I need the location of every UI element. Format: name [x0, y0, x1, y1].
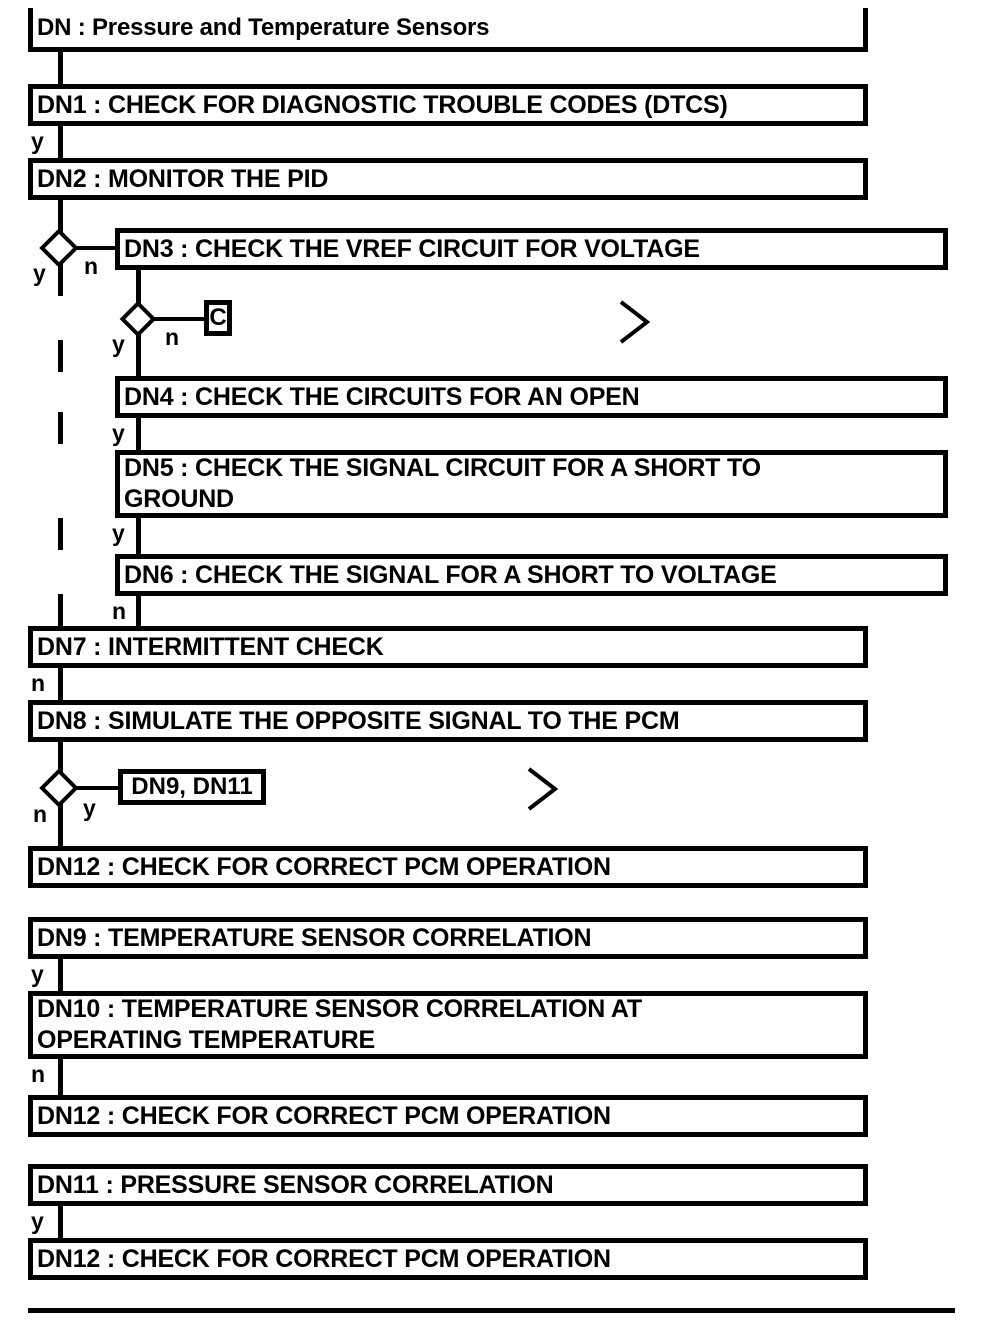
- node-dn8-label: DN8 : SIMULATE THE OPPOSITE SIGNAL TO TH…: [37, 706, 680, 735]
- node-dn12-b-label: DN12 : CHECK FOR CORRECT PCM OPERATION: [37, 1101, 611, 1130]
- node-dn3-label: DN3 : CHECK THE VREF CIRCUIT FOR VOLTAGE: [124, 234, 700, 263]
- connector-dn10-to-dn12b: [58, 1059, 63, 1095]
- branch-label-dn3-n: n: [165, 324, 180, 350]
- node-dn6: DN6 : CHECK THE SIGNAL FOR A SHORT TO VO…: [115, 554, 948, 596]
- node-dn6-label: DN6 : CHECK THE SIGNAL FOR A SHORT TO VO…: [124, 560, 777, 589]
- footer-divider: [28, 1308, 955, 1313]
- branch-label-dn11-y: y: [31, 1208, 44, 1234]
- branch-label-dn2-n: n: [84, 253, 99, 279]
- connector-dn6-to-dn7: [136, 596, 141, 628]
- branch-label-dn4-y: y: [112, 420, 125, 446]
- continuation-chevron-upper: [617, 298, 653, 346]
- connector-dn4-to-dn5: [136, 418, 141, 450]
- node-dn5: DN5 : CHECK THE SIGNAL CIRCUIT FOR A SHO…: [115, 450, 948, 518]
- ref-box-c-label: C: [209, 304, 227, 331]
- node-dn12-a-label: DN12 : CHECK FOR CORRECT PCM OPERATION: [37, 852, 611, 881]
- node-dn7: DN7 : INTERMITTENT CHECK: [28, 626, 868, 668]
- connector-decision3-y-to-refDN9DN11: [73, 786, 120, 790]
- branch-label-dn6-n: n: [112, 598, 127, 624]
- node-dn11-label: DN11 : PRESSURE SENSOR CORRELATION: [37, 1170, 554, 1199]
- node-dn-header: DN : Pressure and Temperature Sensors: [28, 8, 868, 52]
- branch-label-dn10-n: n: [31, 1061, 46, 1087]
- connector-dn2-y-trunk-seg1: [58, 262, 63, 296]
- node-dn12-c-label: DN12 : CHECK FOR CORRECT PCM OPERATION: [37, 1244, 611, 1273]
- connector-dn2-y-trunk-seg3: [58, 412, 63, 444]
- connector-dn2-y-trunk-seg2: [58, 340, 63, 372]
- node-dn-header-label: DN : Pressure and Temperature Sensors: [37, 14, 490, 41]
- continuation-chevron-lower: [525, 765, 561, 813]
- node-dn12-b: DN12 : CHECK FOR CORRECT PCM OPERATION: [28, 1095, 868, 1137]
- connector-dn1-to-dn2: [58, 126, 63, 158]
- ref-box-c: C: [204, 300, 232, 336]
- connector-dn7-to-dn8: [58, 668, 63, 700]
- connector-decision3-n-to-dn12a: [58, 802, 63, 846]
- node-dn2-label: DN2 : MONITOR THE PID: [37, 164, 329, 193]
- node-dn1-label: DN1 : CHECK FOR DIAGNOSTIC TROUBLE CODES…: [37, 90, 728, 119]
- node-dn3: DN3 : CHECK THE VREF CIRCUIT FOR VOLTAGE: [115, 228, 948, 270]
- node-dn11: DN11 : PRESSURE SENSOR CORRELATION: [28, 1164, 868, 1206]
- node-dn5-label: DN5 : CHECK THE SIGNAL CIRCUIT FOR A SHO…: [124, 454, 761, 513]
- connector-dn8-to-decision3: [58, 742, 63, 774]
- node-dn12-a: DN12 : CHECK FOR CORRECT PCM OPERATION: [28, 846, 868, 888]
- connector-decision1-n-to-dn3: [73, 246, 118, 250]
- node-dn9: DN9 : TEMPERATURE SENSOR CORRELATION: [28, 917, 868, 959]
- branch-label-dn2-y: y: [33, 260, 46, 286]
- node-dn2: DN2 : MONITOR THE PID: [28, 158, 868, 200]
- node-dn10-label: DN10 : TEMPERATURE SENSOR CORRELATION AT…: [37, 995, 642, 1054]
- node-dn10: DN10 : TEMPERATURE SENSOR CORRELATION AT…: [28, 991, 868, 1059]
- node-dn4-label: DN4 : CHECK THE CIRCUITS FOR AN OPEN: [124, 382, 640, 411]
- branch-label-dn5-y: y: [112, 520, 125, 546]
- ref-box-dn9-dn11-label: DN9, DN11: [131, 773, 253, 800]
- connector-dn-to-dn1: [58, 52, 63, 84]
- node-dn8: DN8 : SIMULATE THE OPPOSITE SIGNAL TO TH…: [28, 700, 868, 742]
- connector-decision2-y-to-dn4: [136, 332, 141, 376]
- node-dn9-label: DN9 : TEMPERATURE SENSOR CORRELATION: [37, 923, 592, 952]
- branch-label-dn1-y: y: [31, 128, 44, 154]
- connector-dn11-to-dn12c: [58, 1206, 63, 1238]
- branch-label-dn9-y: y: [31, 961, 44, 987]
- connector-dn3-to-decision2: [136, 270, 141, 307]
- connector-dn2-y-trunk-seg5: [58, 594, 63, 628]
- node-dn7-label: DN7 : INTERMITTENT CHECK: [37, 632, 384, 661]
- connector-dn5-to-dn6: [136, 518, 141, 554]
- branch-label-dn7-n: n: [31, 670, 46, 696]
- connector-decision2-n-to-refC: [151, 317, 206, 321]
- node-dn12-c: DN12 : CHECK FOR CORRECT PCM OPERATION: [28, 1238, 868, 1280]
- branch-label-dn8-n: n: [33, 801, 48, 827]
- node-dn-header-right-tick: [863, 8, 868, 52]
- branch-label-dn8-y: y: [83, 795, 96, 821]
- ref-box-dn9-dn11: DN9, DN11: [118, 769, 266, 805]
- connector-dn9-to-dn10: [58, 959, 63, 991]
- node-dn1: DN1 : CHECK FOR DIAGNOSTIC TROUBLE CODES…: [28, 84, 868, 126]
- node-dn4: DN4 : CHECK THE CIRCUITS FOR AN OPEN: [115, 376, 948, 418]
- connector-dn2-to-decision1: [58, 200, 63, 233]
- connector-dn2-y-trunk-seg4: [58, 518, 63, 550]
- branch-label-dn3-y: y: [112, 331, 125, 357]
